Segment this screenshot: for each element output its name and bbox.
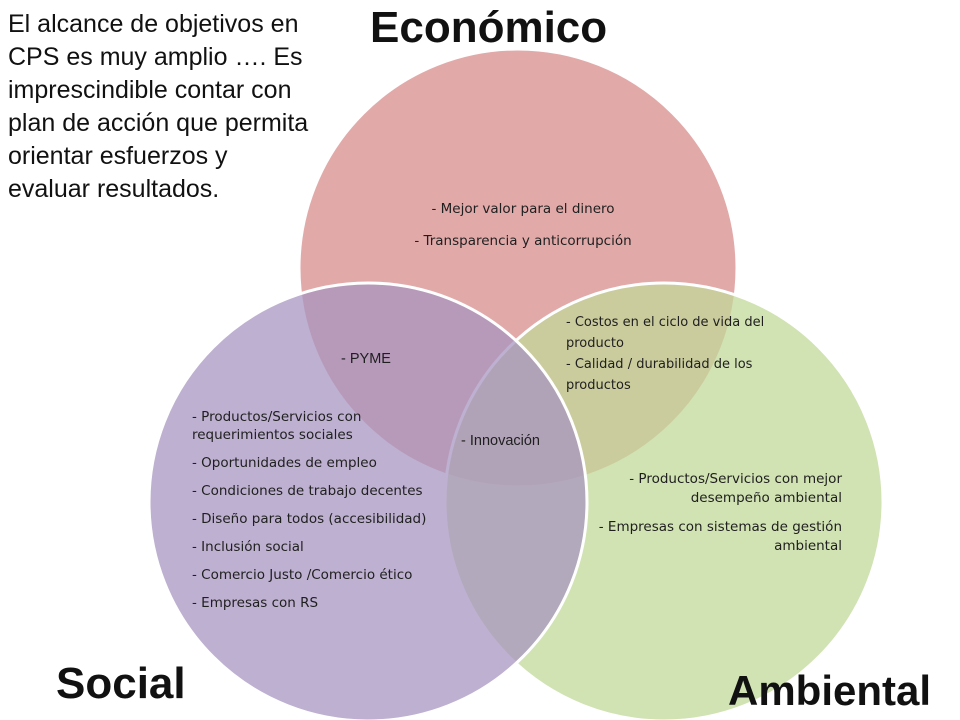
- economico-item: - Transparencia y anticorrupción: [414, 233, 632, 249]
- ambiental-item: - Empresas con sistemas de gestión ambie…: [598, 519, 842, 554]
- social-item: - Condiciones de trabajo decentes: [192, 483, 423, 499]
- social-list: - Productos/Servicios con requerimientos…: [192, 408, 454, 622]
- social-item: - Productos/Servicios con requerimientos…: [192, 409, 362, 443]
- ambiental-list: - Productos/Servicios con mejor desempeñ…: [590, 470, 842, 566]
- economico-ambiental-item: - Calidad / durabilidad de los productos: [566, 357, 753, 393]
- social-item: - Oportunidades de empleo: [192, 455, 377, 471]
- social-item: - Comercio Justo /Comercio ético: [192, 567, 413, 583]
- social-circle: [147, 281, 589, 720]
- economico-social-label: - PYME: [341, 351, 391, 367]
- ambiental-title: Ambiental: [728, 667, 932, 714]
- economico-ambiental-list: - Costos en el ciclo de vida del product…: [566, 312, 771, 396]
- economico-title: Económico: [370, 3, 608, 52]
- ambiental-item: - Productos/Servicios con mejor desempeñ…: [629, 471, 842, 506]
- economico-list: - Mejor valor para el dinero - Transpare…: [368, 200, 678, 264]
- social-title: Social: [56, 659, 186, 708]
- social-item: - Empresas con RS: [192, 595, 319, 611]
- social-item: - Diseño para todos (accesibilidad): [192, 511, 427, 527]
- intro-text: El alcance de objetivos en CPS es muy am…: [8, 10, 309, 203]
- economico-item: - Mejor valor para el dinero: [431, 201, 615, 217]
- center-label: - Innovación: [461, 433, 540, 449]
- economico-ambiental-item: - Costos en el ciclo de vida del product…: [566, 315, 765, 351]
- social-item: - Inclusión social: [192, 539, 304, 555]
